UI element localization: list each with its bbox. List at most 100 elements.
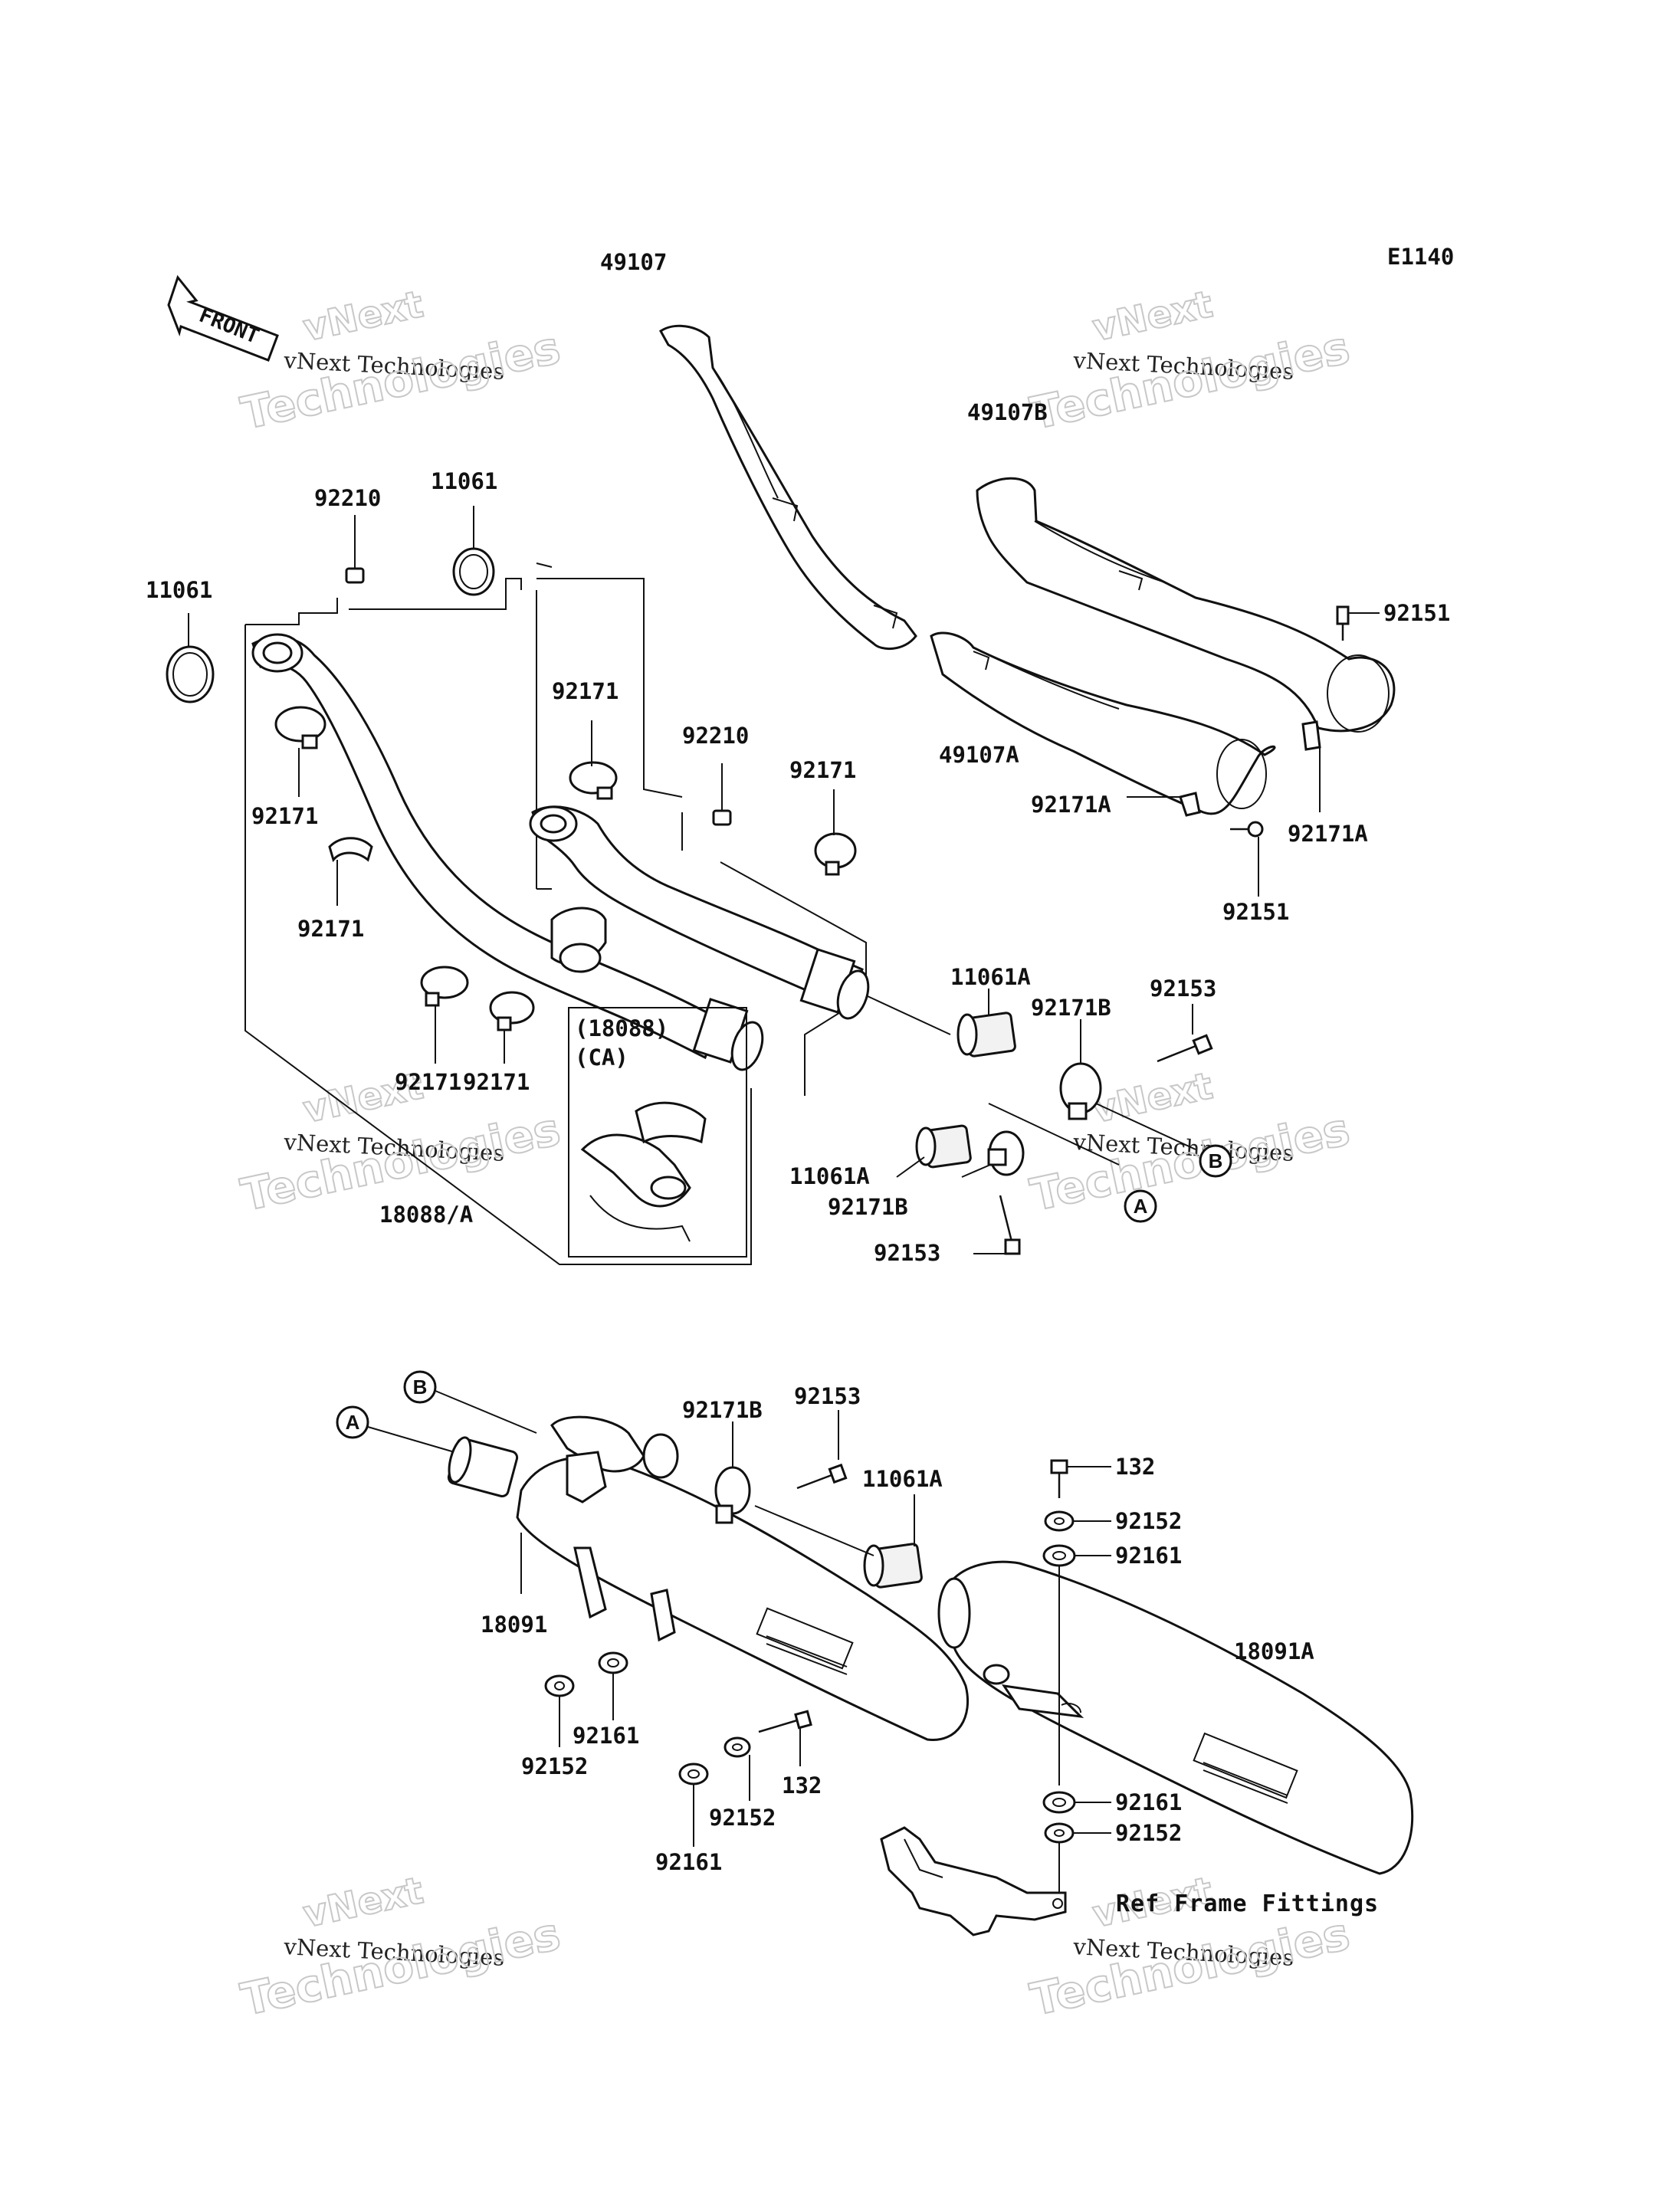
heat-shield-49107b (976, 477, 1396, 733)
exhaust-pipe-front (251, 633, 764, 1071)
label-92171-4: 92171 (789, 757, 856, 783)
grommet-92161-r1 (1042, 1544, 1111, 1785)
label-92152-r2: 92152 (1115, 1820, 1182, 1846)
gasket-11061a-2 (896, 1124, 972, 1178)
label-11061a-2: 11061A (789, 1163, 870, 1189)
bolt-92153-2 (973, 1195, 1021, 1255)
label-92161-l2: 92161 (655, 1849, 722, 1875)
label-18091a: 18091A (1234, 1638, 1314, 1664)
svg-text:vNext: vNext (1089, 1064, 1216, 1132)
label-11061-left: 11061 (146, 577, 212, 603)
label-92152-r1: 92152 (1115, 1508, 1182, 1534)
clamp-92171b-1 (1059, 1019, 1102, 1120)
label-92171-5: 92171 (395, 1069, 461, 1095)
clamp-92171-1 (274, 706, 326, 797)
diagram-code: E1140 (1387, 244, 1454, 270)
washer-92152-r1 (1044, 1510, 1111, 1532)
gasket-11061a-1 (956, 989, 1016, 1058)
inset-label-line1: (18088) (575, 1015, 668, 1041)
frame-fitting-bracket (880, 1826, 1067, 1936)
label-92210-left: 92210 (314, 485, 381, 511)
label-92171a-left: 92171A (1031, 792, 1111, 818)
svg-text:vNext: vNext (300, 283, 427, 350)
label-92152-l2: 92152 (709, 1805, 776, 1831)
ref-frame-fittings-note: Ref Frame Fittings (1116, 1890, 1379, 1917)
part-labels: 49107 49107B 49107A 92151 92151 92171A 9… (146, 249, 1450, 1917)
label-92151-bottom: 92151 (1222, 899, 1289, 925)
washer-92152-l1 (544, 1674, 575, 1747)
label-92161-l1: 92161 (573, 1723, 639, 1749)
nut-92210-mid (712, 763, 732, 826)
label-92151-top: 92151 (1383, 600, 1450, 626)
svg-text:Technologies: Technologies (1026, 1103, 1354, 1221)
svg-text:Technologies: Technologies (1026, 1907, 1354, 2025)
label-92171b-3: 92171B (682, 1397, 763, 1423)
inset-label-line2: (CA) (575, 1044, 628, 1071)
clamp-92171-3 (569, 720, 618, 800)
clamp-92171-5 (420, 966, 469, 1064)
label-49107b: 49107B (967, 399, 1048, 425)
gasket-11061a-3 (863, 1494, 923, 1589)
label-49107a: 49107A (939, 742, 1019, 768)
inset-18088-ca: (18088) (CA) (568, 1007, 747, 1258)
clamp-92171-4 (814, 789, 857, 876)
bolt-132-left (758, 1710, 812, 1766)
label-92161-r2: 92161 (1115, 1789, 1182, 1815)
svg-text:B: B (1209, 1149, 1223, 1172)
marker-a-bottom: A (336, 1405, 468, 1457)
label-132-left: 132 (782, 1772, 822, 1799)
label-11061a-3: 11061A (862, 1466, 943, 1492)
label-92171-2: 92171 (297, 916, 364, 942)
label-92153-2: 92153 (874, 1240, 940, 1266)
label-92171b-1: 92171B (1031, 995, 1111, 1021)
clamp-92171-6 (489, 991, 535, 1064)
grommet-92161-l2 (678, 1763, 709, 1847)
svg-text:A: A (346, 1411, 360, 1434)
watermark-top-right: vNext vNext Technologies Technologies (1025, 282, 1355, 441)
muffler-18091 (447, 1415, 970, 1741)
label-92171-3: 92171 (552, 678, 619, 704)
clip-92171a-right (1301, 720, 1321, 812)
svg-text:A: A (1134, 1195, 1148, 1218)
clamp-92171-2 (328, 837, 373, 906)
label-18088a: 18088/A (379, 1202, 473, 1228)
marker-a-top: A (1124, 1189, 1157, 1223)
bolt-132-right (1050, 1459, 1111, 1498)
front-arrow-icon: FRONT (167, 274, 279, 362)
screw-92151-top (1336, 605, 1380, 641)
label-92153-3: 92153 (794, 1383, 861, 1409)
label-92152-l1: 92152 (521, 1753, 588, 1779)
nut-92210-left (345, 515, 365, 584)
muffler-18091a (937, 1560, 1414, 1875)
label-92153-1: 92153 (1150, 976, 1216, 1002)
grommet-92161-r2 (1042, 1791, 1111, 1814)
label-92171-1: 92171 (251, 803, 318, 829)
svg-text:vNext: vNext (1089, 283, 1216, 350)
svg-text:Technologies: Technologies (237, 1907, 565, 2025)
exhaust-pipe-rear (529, 805, 870, 1020)
label-132-right: 132 (1115, 1454, 1155, 1480)
label-18091: 18091 (481, 1612, 547, 1638)
clamp-92171b-2 (961, 1130, 1025, 1178)
bolt-92153-1 (1157, 1004, 1213, 1063)
clip-92171a-left (1127, 792, 1201, 817)
label-92210-mid: 92210 (682, 723, 749, 749)
label-49107: 49107 (600, 249, 667, 275)
label-92171a-right: 92171A (1288, 821, 1368, 847)
washer-92152-r2 (1044, 1822, 1111, 1900)
label-11061a-1: 11061A (950, 964, 1031, 990)
marker-b-bottom: B (403, 1370, 537, 1434)
gasket-11061-top (452, 506, 495, 596)
grommet-92161-l1 (598, 1651, 628, 1720)
svg-text:vNext: vNext (300, 1869, 427, 1936)
watermark-bottom-left: vNext vNext Technologies Technologies (236, 1868, 566, 2027)
label-92171b-2: 92171B (828, 1194, 908, 1220)
label-11061-top: 11061 (431, 468, 497, 494)
label-92171-6: 92171 (463, 1069, 530, 1095)
svg-text:Technologies: Technologies (237, 321, 565, 439)
label-92161-r1: 92161 (1115, 1543, 1182, 1569)
gasket-11061-left (166, 613, 215, 703)
connector-lines-top (867, 995, 1196, 1166)
svg-text:B: B (413, 1376, 428, 1399)
